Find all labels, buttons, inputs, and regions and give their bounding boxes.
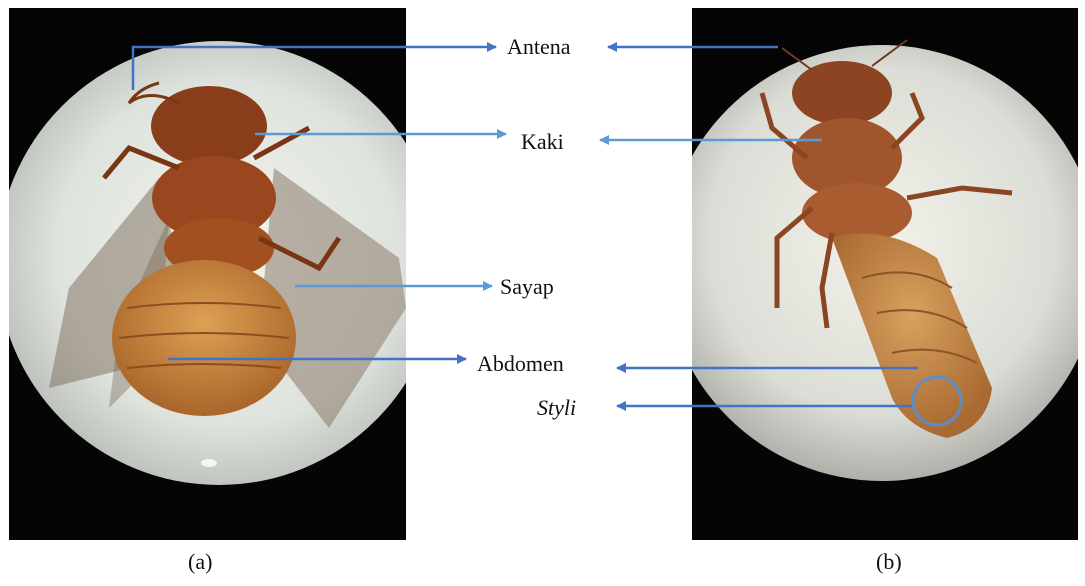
photo-panel-a <box>9 8 406 540</box>
label-styli: Styli <box>537 397 576 419</box>
label-abdomen: Abdomen <box>477 353 564 375</box>
photo-panel-b <box>692 8 1078 540</box>
label-antena: Antena <box>507 36 571 58</box>
caption-b: (b) <box>876 551 902 573</box>
wingless-insect-photo <box>692 8 1078 540</box>
label-sayap: Sayap <box>500 276 554 298</box>
label-kaki: Kaki <box>521 131 564 153</box>
caption-a: (a) <box>188 551 212 573</box>
winged-insect-photo <box>9 8 406 540</box>
